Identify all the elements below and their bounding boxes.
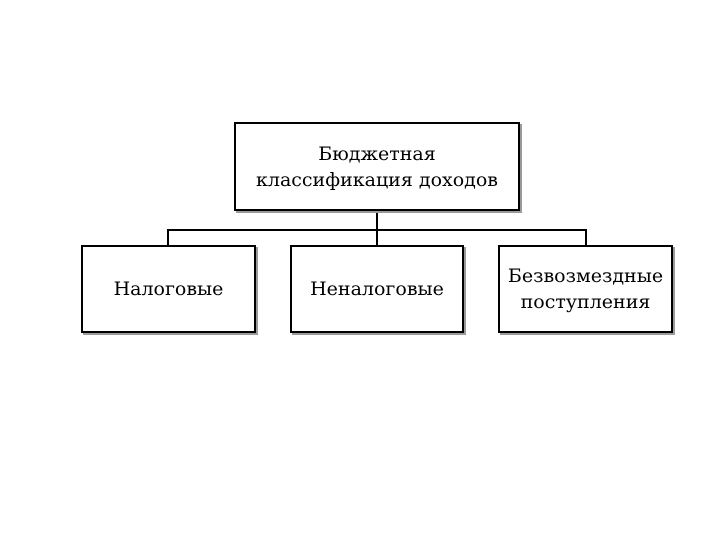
root-node: Бюджетная классификация доходов [234,122,520,211]
child-node-tax: Налоговые [81,245,256,333]
child-node-nontax: Неналоговые [290,245,464,333]
child-node-gratuitous: Безвозмездные поступления [498,245,673,333]
child-node-label: Безвозмездные поступления [507,265,664,313]
root-node-label: Бюджетная классификация доходов [256,142,498,191]
child-node-label: Неналоговые [310,278,444,300]
child-node-label: Налоговые [113,278,224,300]
